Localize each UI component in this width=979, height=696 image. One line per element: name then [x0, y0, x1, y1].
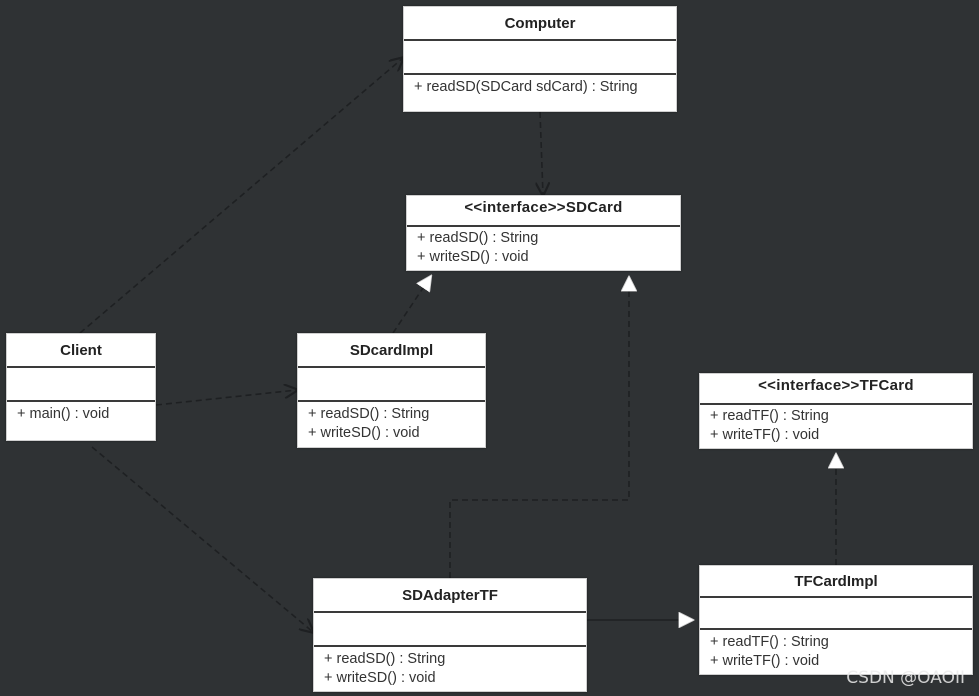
attributes-compartment: [314, 613, 586, 647]
interface-tfcard[interactable]: <<interface>>TFCard + readTF() : String …: [699, 373, 973, 449]
class-name: SDcardImpl: [298, 334, 485, 368]
method: + writeSD() : void: [324, 670, 436, 686]
class-name: Computer: [404, 7, 676, 41]
class-name: <<interface>>SDCard: [407, 196, 680, 227]
method: + main() : void: [17, 406, 110, 422]
method: + readTF() : String: [710, 408, 829, 424]
dependency-client-sdadaptertf: [91, 446, 313, 632]
class-sdadaptertf[interactable]: SDAdapterTF + readSD() : String + writeS…: [313, 578, 587, 692]
methods-compartment: + readSD() : String + writeSD() : void: [407, 227, 680, 270]
method: + writeTF() : void: [710, 427, 820, 443]
method: + writeTF() : void: [710, 653, 820, 669]
method: + writeSD() : void: [308, 425, 420, 441]
watermark: CSDN @OAOII: [846, 668, 965, 688]
class-client[interactable]: Client + main() : void: [6, 333, 156, 441]
methods-compartment: + readSD(SDCard sdCard) : String: [404, 75, 676, 111]
method: + readSD(SDCard sdCard) : String: [414, 79, 638, 95]
method: + writeSD() : void: [417, 249, 529, 265]
methods-compartment: + readSD() : String + writeSD() : void: [298, 402, 485, 447]
methods-compartment: + readTF() : String + writeTF() : void: [700, 405, 972, 448]
attributes-compartment: [700, 598, 972, 630]
class-name: <<interface>>TFCard: [700, 374, 972, 405]
class-name: TFCardImpl: [700, 566, 972, 598]
dependency-client-sdcardimpl: [155, 390, 297, 406]
method: + readSD() : String: [417, 230, 539, 246]
interface-sdcard[interactable]: <<interface>>SDCard + readSD() : String …: [406, 195, 681, 271]
method: + readSD() : String: [324, 651, 446, 667]
methods-compartment: + readTF() : String + writeTF() : void: [700, 630, 972, 674]
realization-sdcardimpl-sdcard: [392, 276, 431, 334]
class-tfcardimpl[interactable]: TFCardImpl + readTF() : String + writeTF…: [699, 565, 973, 675]
attributes-compartment: [7, 368, 155, 402]
class-name: SDAdapterTF: [314, 579, 586, 613]
dependency-computer-sdcard: [540, 111, 543, 195]
attributes-compartment: [404, 41, 676, 75]
class-sdcardimpl[interactable]: SDcardImpl + readSD() : String + writeSD…: [297, 333, 486, 448]
attributes-compartment: [298, 368, 485, 402]
methods-compartment: + main() : void: [7, 402, 155, 440]
method: + readTF() : String: [710, 634, 829, 650]
class-computer[interactable]: Computer + readSD(SDCard sdCard) : Strin…: [403, 6, 677, 112]
dependency-client-computer: [79, 58, 403, 334]
class-name: Client: [7, 334, 155, 368]
method: + readSD() : String: [308, 406, 430, 422]
methods-compartment: + readSD() : String + writeSD() : void: [314, 647, 586, 691]
